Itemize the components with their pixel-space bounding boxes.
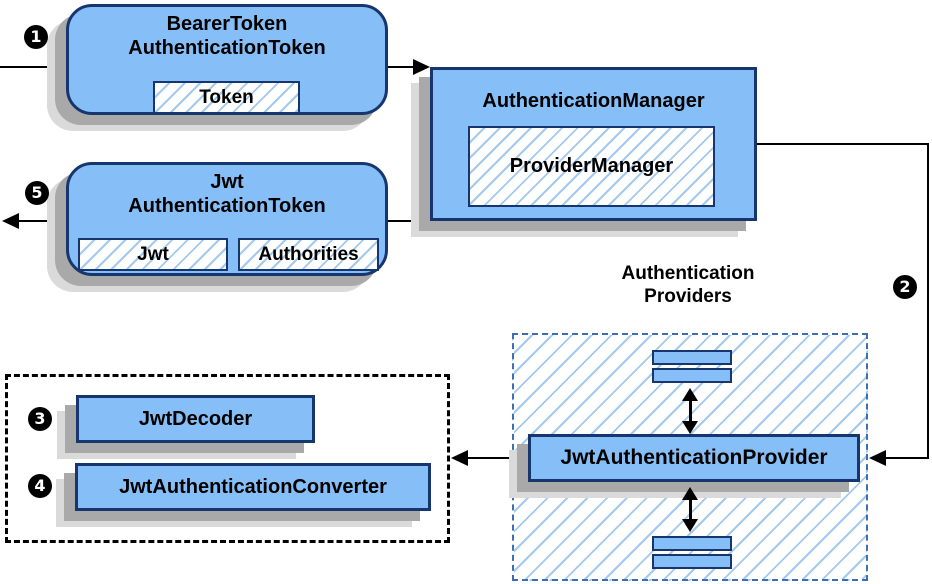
provider-manager-chip: ProviderManager: [468, 126, 715, 207]
providers-group-title-line: Authentication: [621, 263, 755, 284]
bearer-to-manager-line: [388, 66, 414, 68]
providers-group-title: Authentication Providers: [556, 262, 820, 308]
arrow-left-icon: [869, 450, 886, 466]
providers-group-title-line: Providers: [644, 286, 732, 307]
outgoing-result-line: [19, 220, 66, 222]
authentication-manager-node: AuthenticationManager ProviderManager: [430, 67, 757, 221]
arrow-left-icon: [2, 213, 19, 229]
authorities-chip: Authorities: [238, 238, 379, 271]
double-arrow-down-icon: [682, 519, 698, 532]
step-1-badge: 1: [24, 25, 48, 49]
double-arrow-up-icon: [682, 388, 698, 401]
other-provider-bar: [652, 554, 732, 569]
step2-top-line: [757, 143, 929, 145]
other-provider-bar: [652, 350, 732, 365]
arrow-left-icon: [451, 450, 468, 466]
arrow-right-icon: [413, 59, 430, 75]
other-provider-bar: [652, 368, 732, 383]
jwt-authentication-token-node: Jwt AuthenticationToken Jwt Authorities: [66, 162, 388, 276]
authorities-chip-label: Authorities: [258, 243, 359, 265]
step-5-badge: 5: [25, 181, 49, 205]
jwt-authentication-provider-node: JwtAuthenticationProvider: [528, 434, 860, 482]
token-chip-label: Token: [199, 86, 254, 108]
jwt-chip-label: Jwt: [137, 243, 169, 265]
double-arrow-line: [689, 399, 692, 424]
incoming-request-line: [0, 66, 66, 68]
jwt-decoder-label: JwtDecoder: [138, 407, 253, 430]
jwt-authentication-provider-label: JwtAuthenticationProvider: [560, 446, 828, 469]
token-chip: Token: [153, 81, 300, 114]
node-title: AuthenticationManager: [482, 90, 705, 112]
node-title-line: BearerToken: [166, 13, 288, 35]
step-2-badge: 2: [893, 275, 917, 299]
manager-to-jwt-line: [388, 220, 431, 222]
decoder-group-box: JwtDecoder JwtAuthenticationConverter: [5, 374, 450, 543]
step-4-badge: 4: [28, 474, 52, 498]
double-arrow-up-icon: [682, 487, 698, 500]
jwt-chip: Jwt: [78, 238, 228, 271]
step2-vertical-line: [927, 143, 929, 459]
double-arrow-down-icon: [682, 421, 698, 434]
node-title-line: AuthenticationToken: [128, 195, 326, 217]
node-title-line: Jwt: [210, 171, 244, 193]
double-arrow-line: [689, 498, 692, 522]
bearer-token-authentication-token-node: BearerToken AuthenticationToken Token: [66, 4, 388, 115]
jwt-authentication-converter-label: JwtAuthenticationConverter: [119, 475, 387, 498]
provider-manager-label: ProviderManager: [509, 155, 674, 177]
jwt-authentication-converter-node: JwtAuthenticationConverter: [75, 463, 431, 511]
jwt-decoder-node: JwtDecoder: [76, 395, 315, 443]
providers-group-box: JwtAuthenticationProvider: [512, 333, 868, 581]
step-3-badge: 3: [28, 407, 52, 431]
step2-bottom-line: [886, 457, 929, 459]
other-provider-bar: [652, 536, 732, 551]
node-title-line: AuthenticationToken: [128, 37, 326, 59]
provider-to-decoder-line: [466, 457, 528, 459]
